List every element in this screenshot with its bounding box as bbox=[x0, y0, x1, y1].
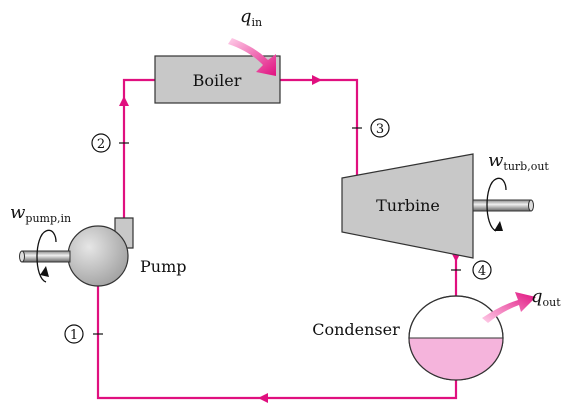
pipe-state-2 bbox=[122, 78, 155, 218]
pump-label: Pump bbox=[140, 257, 186, 276]
pipe-state-1 bbox=[96, 285, 458, 400]
heat-in-arrow bbox=[228, 38, 276, 76]
condenser: Condenser bbox=[312, 295, 504, 381]
boiler-body bbox=[154, 55, 281, 104]
q-out-label: qout bbox=[531, 286, 561, 309]
state-marker-4: 4 bbox=[472, 260, 492, 280]
state-ticks bbox=[93, 127, 461, 335]
condenser-label: Condenser bbox=[312, 320, 400, 339]
pump: Pump bbox=[19, 217, 186, 287]
heat-out-arrow bbox=[482, 292, 536, 323]
svg-text:1: 1 bbox=[70, 328, 78, 343]
state-marker-2: 2 bbox=[91, 133, 111, 153]
flow-arrow-up bbox=[119, 96, 129, 106]
turbine-shaft bbox=[472, 199, 532, 212]
turbine-body bbox=[341, 153, 474, 259]
turbine-label: Turbine bbox=[376, 196, 440, 215]
pump-shaft bbox=[21, 250, 71, 263]
pump-rotation-arrow bbox=[36, 229, 57, 283]
svg-text:3: 3 bbox=[376, 122, 384, 137]
flow-arrow-right bbox=[312, 75, 322, 85]
svg-text:4: 4 bbox=[478, 264, 486, 279]
w-turb-out-label: wturb,out bbox=[488, 150, 549, 173]
svg-text:2: 2 bbox=[97, 137, 105, 152]
state-marker-1: 1 bbox=[64, 324, 84, 344]
boiler-label: Boiler bbox=[193, 71, 242, 90]
flow-arrow-left bbox=[258, 393, 268, 403]
boiler: Boiler bbox=[154, 55, 281, 104]
q-in-label: qin bbox=[240, 6, 262, 29]
pipe-state-3 bbox=[280, 78, 359, 178]
state-marker-3: 3 bbox=[370, 118, 390, 138]
w-pump-in-label: wpump,in bbox=[10, 202, 71, 225]
turbine: Turbine bbox=[341, 153, 534, 259]
pump-casing bbox=[67, 225, 129, 287]
turbine-rotation-arrow bbox=[486, 177, 507, 232]
